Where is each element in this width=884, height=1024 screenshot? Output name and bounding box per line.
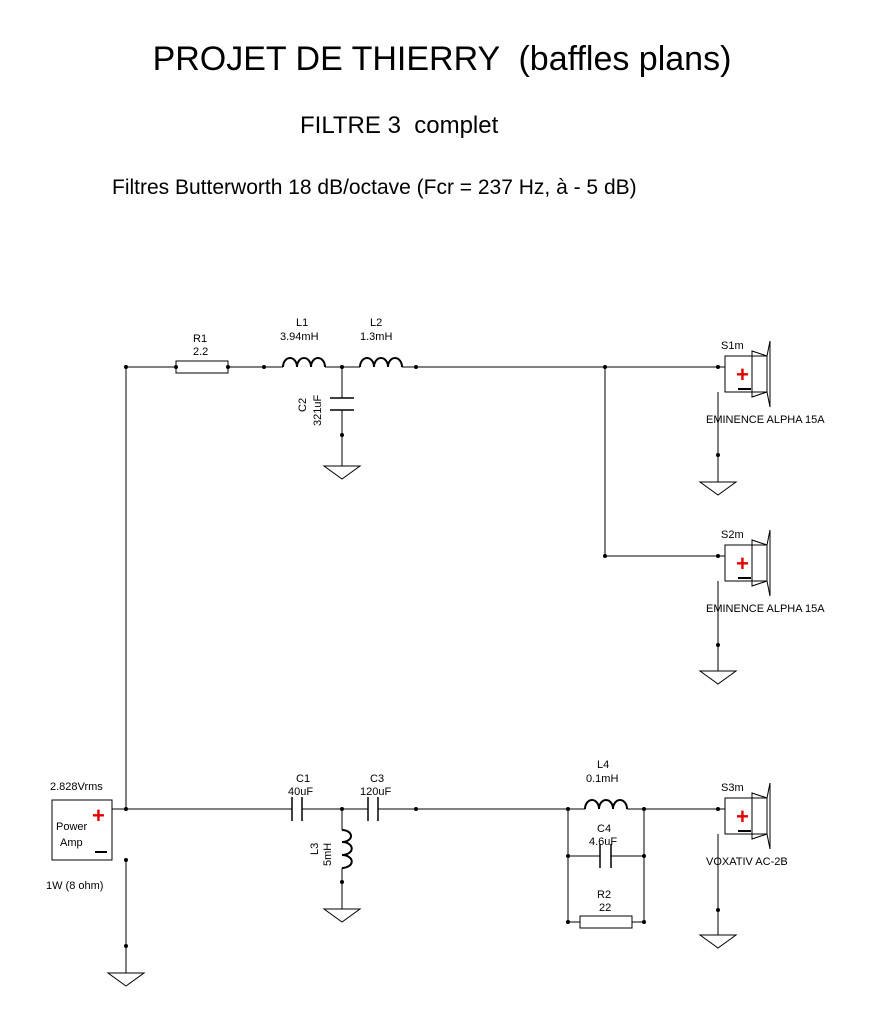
junction-dot — [414, 365, 418, 369]
s1-name: S1m — [721, 340, 744, 352]
ground-symbol — [698, 670, 738, 685]
source-label-line1: Power — [56, 821, 88, 833]
ground-symbol — [698, 481, 738, 496]
page-subtitle: FILTRE 3 complet — [300, 112, 499, 139]
inductor-l3: L3 5mH — [309, 829, 353, 869]
l4-name: L4 — [597, 759, 609, 771]
junction-dot — [716, 807, 720, 811]
c2-name: C2 — [297, 398, 309, 412]
capacitor-c1: C1 40uF — [288, 773, 313, 821]
inductor-l2: L2 1.3mH — [359, 317, 403, 368]
power-amp-source: + Power Amp 2.828Vrms 1W (8 ohm) — [46, 781, 146, 987]
junction-dot — [566, 920, 570, 924]
plus-sign-icon: + — [736, 362, 749, 387]
l3-value: 5mH — [322, 843, 334, 866]
source-label-line2: Amp — [60, 837, 83, 849]
s2-model: EMINENCE ALPHA 15A — [706, 603, 825, 615]
junction-dot — [603, 554, 607, 558]
junction-dot — [340, 365, 344, 369]
ground-symbol — [698, 934, 738, 949]
capacitor-c3: C3 120uF — [360, 773, 391, 821]
capacitor-c4: C4 4.6uF — [589, 823, 617, 868]
top-branch-wires — [125, 366, 725, 809]
c2-value: 321uF — [312, 395, 324, 426]
ground-symbol — [106, 972, 146, 987]
speaker-s1: + S1m EMINENCE ALPHA 15A — [698, 340, 825, 496]
junction-dot — [566, 807, 570, 811]
junction-dot — [124, 365, 128, 369]
junction-dot — [716, 643, 720, 647]
junction-dot — [414, 807, 418, 811]
junction-dot — [340, 433, 344, 437]
l2-value: 1.3mH — [360, 331, 392, 343]
junction-dot — [716, 908, 720, 912]
c1-name: C1 — [296, 773, 310, 785]
ground-symbol — [322, 465, 362, 480]
junction-dot — [226, 365, 230, 369]
junction-dot — [642, 854, 646, 858]
s1-model: EMINENCE ALPHA 15A — [706, 414, 825, 426]
bottom-branch-wires — [112, 808, 725, 973]
junction-dot — [340, 880, 344, 884]
page-description: Filtres Butterworth 18 dB/octave (Fcr = … — [112, 176, 637, 199]
ground-symbol — [322, 908, 362, 923]
resistor-r2: R2 22 — [579, 889, 633, 929]
junction-dot — [642, 807, 646, 811]
plus-sign-icon: + — [92, 803, 105, 828]
plus-sign-icon: + — [736, 551, 749, 576]
junction-dot — [124, 858, 128, 862]
l2-name: L2 — [370, 317, 382, 329]
l1-value: 3.94mH — [280, 331, 319, 343]
junction-dot — [262, 365, 266, 369]
c4-name: C4 — [597, 823, 611, 835]
junction-dot — [174, 365, 178, 369]
source-power: 1W (8 ohm) — [46, 880, 103, 892]
junction-dot — [124, 807, 128, 811]
junction-dot — [124, 944, 128, 948]
l1-name: L1 — [296, 317, 308, 329]
resistor-r1: R1 2.2 — [175, 333, 229, 374]
page-title: PROJET DE THIERRY (baffles plans) — [152, 40, 732, 78]
r1-name: R1 — [193, 333, 207, 345]
junction-dot — [716, 365, 720, 369]
junction-dot — [716, 453, 720, 457]
c3-value: 120uF — [360, 786, 391, 798]
speaker-s2: + S2m EMINENCE ALPHA 15A — [698, 529, 825, 685]
inductor-l1: L1 3.94mH — [280, 317, 326, 368]
s2-name: S2m — [721, 529, 744, 541]
c3-name: C3 — [370, 773, 384, 785]
junction-dots — [124, 365, 720, 948]
inductor-l4: L4 0.1mH — [584, 759, 628, 810]
r2-value: 22 — [599, 902, 611, 914]
plus-sign-icon: + — [736, 804, 749, 829]
junction-dot — [340, 807, 344, 811]
l4-value: 0.1mH — [586, 773, 618, 785]
junction-dot — [642, 920, 646, 924]
junction-dot — [566, 854, 570, 858]
source-voltage: 2.828Vrms — [50, 781, 103, 793]
junction-dot — [603, 365, 607, 369]
s3-name: S3m — [721, 782, 744, 794]
c1-value: 40uF — [288, 786, 313, 798]
r1-value: 2.2 — [193, 346, 208, 358]
speaker-s3: + S3m VOXATIV AC-2B — [698, 782, 788, 949]
capacitor-c2: C2 321uF — [297, 395, 354, 426]
l3-name: L3 — [309, 843, 321, 855]
s3-model: VOXATIV AC-2B — [706, 856, 788, 868]
junction-dot — [716, 554, 720, 558]
c4-value: 4.6uF — [589, 836, 617, 848]
r2-name: R2 — [597, 889, 611, 901]
